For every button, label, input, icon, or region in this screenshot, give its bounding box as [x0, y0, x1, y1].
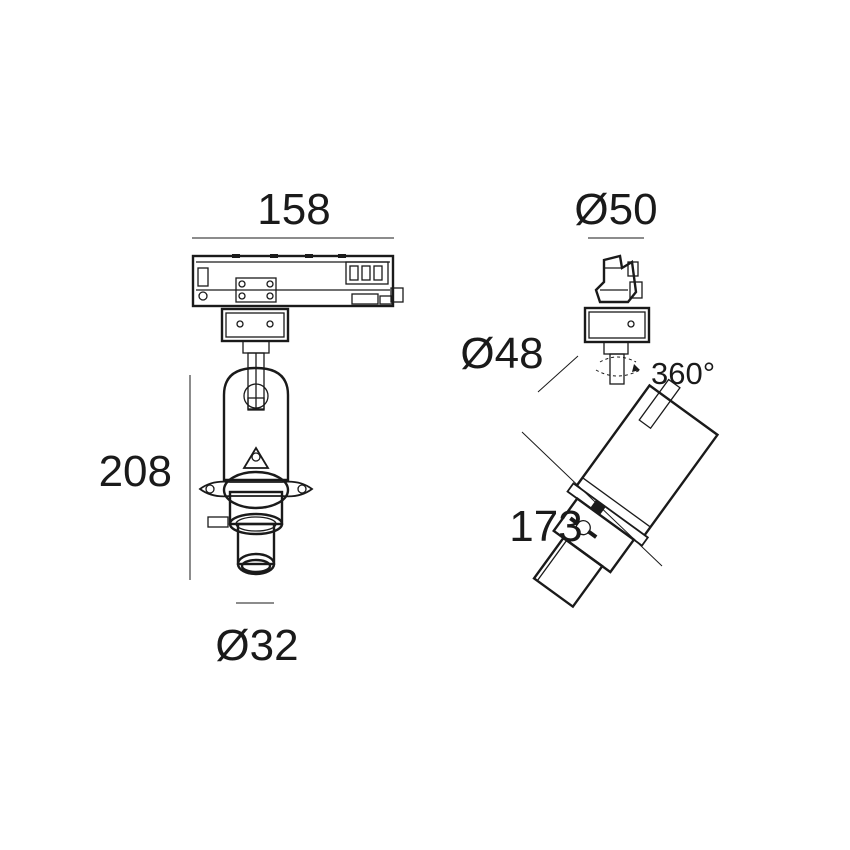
- length-label: 173: [509, 502, 582, 551]
- top-diameter-dimension: Ø50: [574, 185, 658, 239]
- width-dimension: 158: [192, 185, 394, 239]
- body-diameter-label: Ø48: [460, 329, 543, 378]
- coupling: [220, 307, 290, 410]
- side-adapter: [594, 254, 643, 304]
- front-view: 158: [99, 185, 404, 670]
- width-label: 158: [257, 185, 330, 234]
- side-lamp-body: [532, 378, 720, 609]
- body-diameter-dimension: Ø48: [460, 329, 579, 393]
- height-label: 208: [99, 447, 172, 496]
- rotation-label: 360°: [651, 356, 715, 391]
- top-diameter-label: Ø50: [574, 185, 657, 234]
- lamp-body: [222, 366, 290, 482]
- side-view: Ø50 360°: [460, 185, 720, 609]
- height-dimension: 208: [99, 375, 191, 580]
- lens-barrel: [207, 470, 290, 576]
- lens-flange: [198, 446, 314, 498]
- side-coupling: [583, 306, 651, 385]
- bottom-diameter-label: Ø32: [215, 621, 298, 670]
- bottom-diameter-dimension: Ø32: [215, 602, 299, 670]
- rotation-indicator: 360°: [595, 356, 715, 391]
- length-dimension: 173: [509, 431, 663, 567]
- track-adapter: [191, 254, 404, 308]
